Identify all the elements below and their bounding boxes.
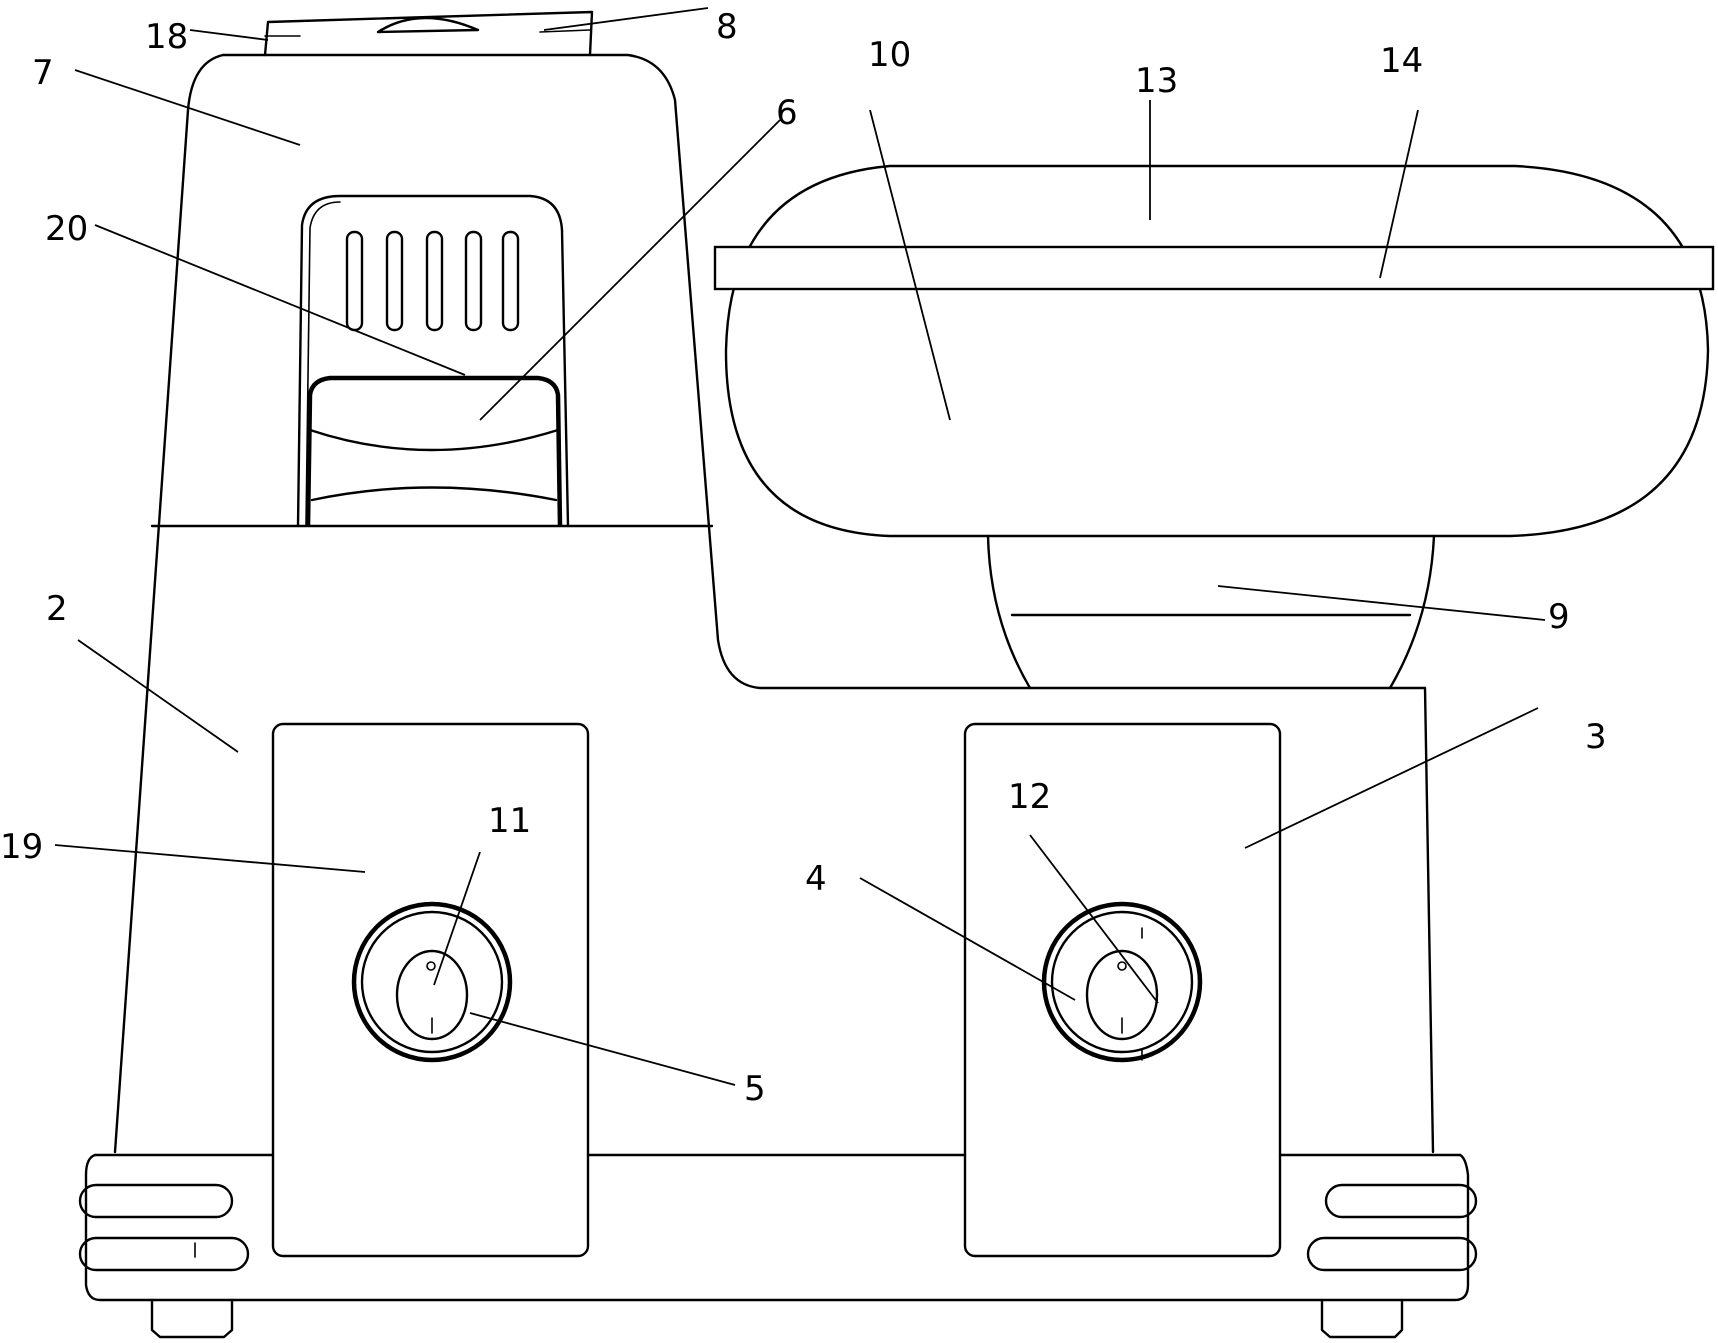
- base-left-end: [84, 1153, 1470, 1302]
- leader-14: [1379, 109, 1419, 279]
- vent-panel-inner: [305, 201, 341, 527]
- knob-4: [1041, 901, 1203, 1063]
- vent-slot: [501, 230, 520, 332]
- label-11: 11: [488, 801, 531, 841]
- top-cap-detail-right: [539, 29, 591, 33]
- label-19: 19: [0, 827, 43, 867]
- top-cap-knob: [376, 16, 480, 34]
- leader-2: [77, 639, 239, 753]
- label-20: 20: [45, 209, 88, 249]
- foot-rib: [1306, 1236, 1478, 1272]
- cup-base-arc: [310, 486, 558, 502]
- foot-rib: [78, 1183, 234, 1219]
- cup-6: [305, 375, 563, 527]
- right-body-3: [1423, 686, 1435, 1154]
- leader-5: [469, 1012, 736, 1086]
- vent-slot: [425, 230, 444, 332]
- knob-5: [351, 901, 513, 1063]
- label-12: 12: [1008, 777, 1051, 817]
- support-foot-right: [1320, 1298, 1404, 1339]
- label-7: 7: [32, 53, 54, 93]
- foot-rib: [78, 1236, 250, 1272]
- leader-7: [74, 69, 301, 146]
- label-18: 18: [145, 17, 188, 57]
- leader-lines: [54, 7, 1546, 1086]
- label-5: 5: [744, 1069, 766, 1109]
- vent-slots: [345, 230, 520, 332]
- vent-slot: [464, 230, 483, 332]
- label-8: 8: [716, 7, 738, 47]
- foot-rib: [1324, 1183, 1478, 1219]
- leader-12: [1029, 834, 1159, 1004]
- label-10: 10: [868, 35, 911, 75]
- cup-band: [308, 428, 560, 452]
- control-panel-right: [963, 722, 1282, 1258]
- vent-panel-20: [296, 194, 570, 528]
- label-3: 3: [1585, 717, 1607, 757]
- vent-slot: [385, 230, 404, 332]
- control-panel-19: [271, 722, 590, 1258]
- bowl-stand-9: [986, 534, 1032, 690]
- upper-housing-7: [221, 53, 1427, 690]
- leader-20: [94, 224, 466, 376]
- support-foot-left: [150, 1298, 234, 1339]
- leader-19: [54, 844, 366, 873]
- leader-9: [1217, 585, 1546, 621]
- label-14: 14: [1380, 41, 1423, 81]
- leader-4: [859, 877, 1076, 1001]
- label-4: 4: [805, 859, 827, 899]
- main-body-left-edge: [113, 53, 225, 1154]
- leader-10: [869, 109, 951, 421]
- label-13: 13: [1135, 61, 1178, 101]
- label-6: 6: [776, 93, 798, 133]
- leader-6: [479, 119, 781, 421]
- bowl-rim-14: [713, 245, 1715, 291]
- leader-11: [433, 851, 481, 986]
- bowl-10: [724, 164, 1710, 538]
- bowl-stand-right: [1388, 534, 1436, 690]
- leader-3: [1244, 707, 1539, 849]
- vent-slot: [345, 230, 364, 332]
- leader-8: [543, 7, 709, 31]
- label-2: 2: [46, 589, 68, 629]
- label-9: 9: [1548, 597, 1570, 637]
- leader-18: [189, 29, 269, 41]
